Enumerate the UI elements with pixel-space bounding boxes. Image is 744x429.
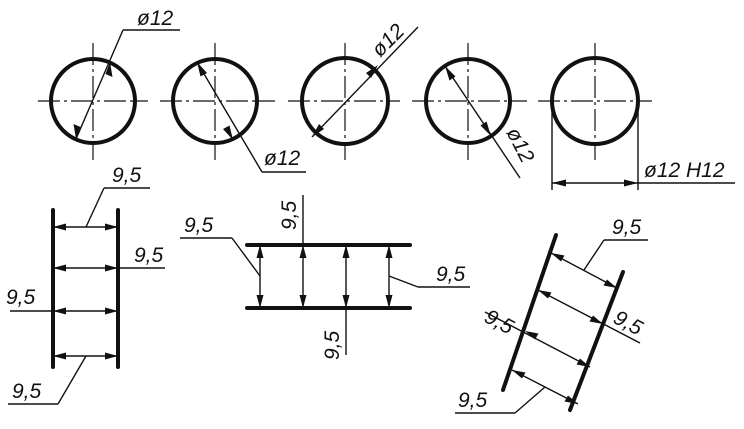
- right-dim-1-arrow-b: [603, 279, 617, 288]
- right-leader-top: [583, 239, 605, 271]
- left-parallel-group: 9,5 9,5 9,5 9,5: [6, 164, 165, 405]
- circle-1-arrow-top: [105, 62, 113, 77]
- right-dim-2-arrow-b: [589, 315, 603, 324]
- left-leader-top: [85, 187, 105, 228]
- left-dim-4-arrow-l: [53, 352, 66, 360]
- middle-label-top: 9,5: [278, 200, 301, 230]
- circle-2-arrow-top: [197, 62, 207, 77]
- middle-dim-2-arrow-t: [299, 245, 307, 258]
- circle-4-arrow-top: [445, 66, 456, 81]
- circle-4-group: ø12: [412, 43, 539, 179]
- right-leader-bottom: [514, 386, 546, 414]
- left-dim-2-arrow-r: [105, 264, 118, 272]
- left-leader-bottom: [57, 355, 87, 405]
- circle-5-arrow-left: [552, 179, 566, 187]
- left-dim-4-arrow-r: [105, 352, 118, 360]
- right-line-b: [568, 270, 625, 412]
- right-slanted-group: 9,5 9,5 9,5 9,5: [455, 216, 648, 414]
- right-dim-3-arrow-a: [525, 331, 539, 340]
- right-dim-2: [537, 289, 641, 344]
- left-dim-2-arrow-l: [53, 264, 66, 272]
- circle-5-label: ø12 H12: [644, 159, 725, 182]
- middle-label-right: 9,5: [436, 263, 466, 286]
- right-line-a: [501, 233, 558, 392]
- circle-1-group: ø12: [38, 7, 180, 160]
- middle-dim-1-arrow-t: [256, 245, 264, 258]
- middle-parallel-group: 9,5 9,5 9,5 9,5: [180, 195, 470, 360]
- circle-3-group: ø12: [288, 19, 419, 160]
- right-dim-4-arrow-b: [564, 395, 578, 404]
- circle-1-arrow-bottom: [73, 124, 81, 139]
- left-dim-1-arrow-r: [105, 223, 118, 231]
- middle-leader-left: [231, 237, 261, 277]
- circle-4-label: ø12: [502, 124, 539, 167]
- right-label-right: 9,5: [610, 306, 647, 340]
- circle-4-dim-line: [444, 65, 521, 179]
- middle-dim-2-arrow-b: [299, 295, 307, 308]
- right-dim-1-arrow-a: [551, 253, 565, 262]
- circle-3-dim-line: [311, 26, 419, 138]
- middle-label-left: 9,5: [184, 214, 214, 237]
- circle-2-label: ø12: [264, 147, 301, 170]
- middle-dim-1-arrow-b: [256, 295, 264, 308]
- middle-leader-right: [388, 275, 419, 288]
- circle-4: [424, 57, 512, 145]
- right-label-left: 9,5: [481, 305, 518, 339]
- circle-5-arrow-right: [624, 179, 638, 187]
- middle-dim-3-arrow-b: [342, 295, 350, 308]
- right-label-bottom: 9,5: [458, 389, 488, 412]
- circle-2-group: ø12: [160, 43, 306, 173]
- middle-dim-4-arrow-b: [385, 295, 393, 308]
- circle-2-arrow-bottom: [223, 125, 233, 140]
- left-label-right: 9,5: [134, 244, 164, 267]
- circle-3-label: ø12: [367, 19, 409, 61]
- circle-3-arrow-bottom: [312, 124, 324, 137]
- left-label-left: 9,5: [6, 286, 36, 309]
- middle-dim-4-arrow-t: [385, 245, 393, 258]
- right-dim-3-arrow-b: [576, 358, 590, 367]
- left-label-top: 9,5: [112, 164, 142, 187]
- left-label-bottom: 9,5: [12, 380, 42, 403]
- right-dim-4-arrow-a: [512, 370, 526, 379]
- middle-dim-3-arrow-t: [342, 245, 350, 258]
- circle-3-arrow-top: [366, 65, 378, 78]
- left-dim-3-arrow-l: [53, 307, 66, 315]
- right-dim-3: [484, 311, 591, 368]
- middle-label-bottom: 9,5: [321, 330, 344, 360]
- circle-2: [171, 57, 259, 145]
- circle-4-arrow-bottom: [480, 121, 491, 136]
- circle-5-group: ø12 H12: [538, 43, 735, 190]
- circle-1: [49, 57, 137, 145]
- circle-3: [300, 56, 390, 146]
- circle-2-dim-line: [196, 61, 263, 173]
- left-dim-3-arrow-r: [105, 307, 118, 315]
- right-label-top: 9,5: [612, 216, 642, 239]
- left-dim-1-arrow-l: [53, 223, 66, 231]
- circle-1-dim-line: [75, 29, 124, 140]
- right-dim-2-arrow-a: [538, 290, 552, 299]
- circle-1-label: ø12: [137, 7, 174, 30]
